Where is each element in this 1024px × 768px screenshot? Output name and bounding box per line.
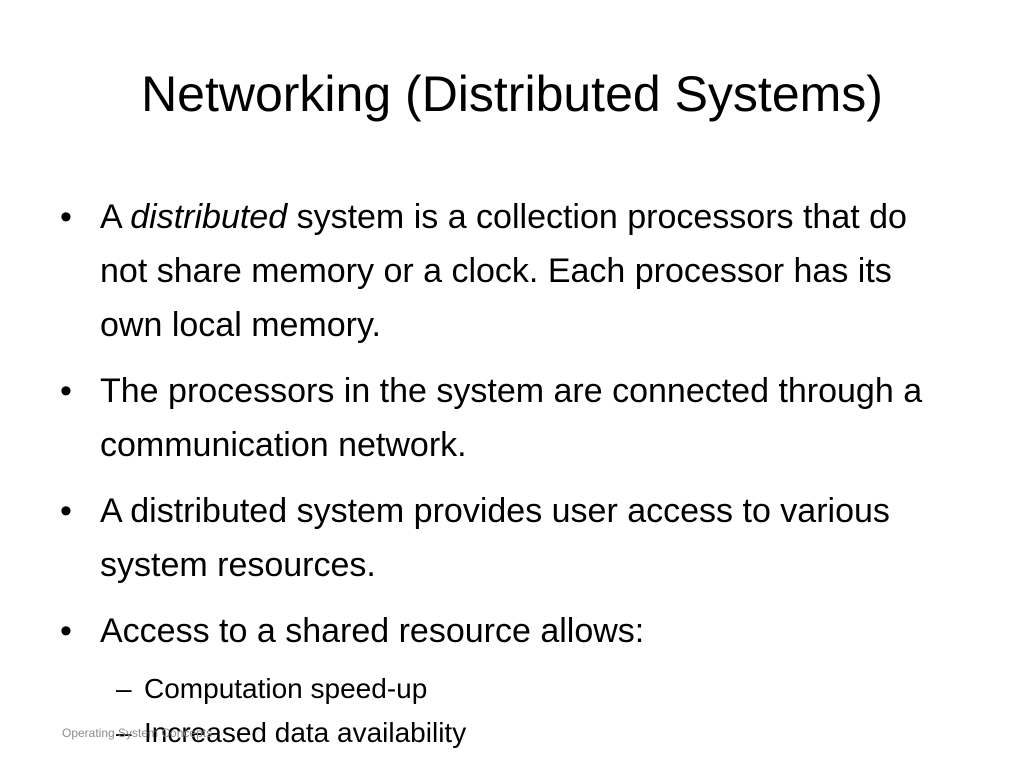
bullet-item-shared-resource: • Access to a shared resource allows: – … <box>58 604 958 750</box>
bullet-dot-icon: • <box>60 492 72 530</box>
sub-item-text: Computation speed-up <box>144 673 428 704</box>
bullet-item-resource-access: • A distributed system provides user acc… <box>58 484 958 592</box>
sub-item-text: Increased data availability <box>144 717 467 748</box>
bullet-dot-icon: • <box>60 612 72 650</box>
sub-item-computation-speed-up: – Computation speed-up <box>116 672 958 706</box>
sub-bullet-dash-icon: – <box>116 717 132 748</box>
bullet-text-emphasis: distributed <box>130 198 288 236</box>
bullet-dot-icon: • <box>60 198 72 236</box>
sub-item-data-availability: – Increased data availability <box>116 716 958 750</box>
bullet-text: The processors in the system are connect… <box>100 372 923 464</box>
bullet-text-prefix: A <box>100 198 131 236</box>
sub-bullet-dash-icon: – <box>116 673 132 704</box>
bullet-text: system is a collection processors that d… <box>100 198 907 344</box>
bullet-text: Access to a shared resource allows: <box>100 612 645 650</box>
bullet-item-communication-network: • The processors in the system are conne… <box>58 364 958 472</box>
bullet-text: A distributed system provides user acces… <box>100 492 890 584</box>
footer-text: Operating System Concepts <box>62 726 213 740</box>
sub-bullet-list: – Computation speed-up – Increased data … <box>100 672 958 750</box>
bullet-item-distributed-definition: • A distributed system is a collection p… <box>58 190 958 352</box>
bullet-list: • A distributed system is a collection p… <box>58 190 958 762</box>
slide-title: Networking (Distributed Systems) <box>141 66 883 122</box>
bullet-dot-icon: • <box>60 372 72 410</box>
